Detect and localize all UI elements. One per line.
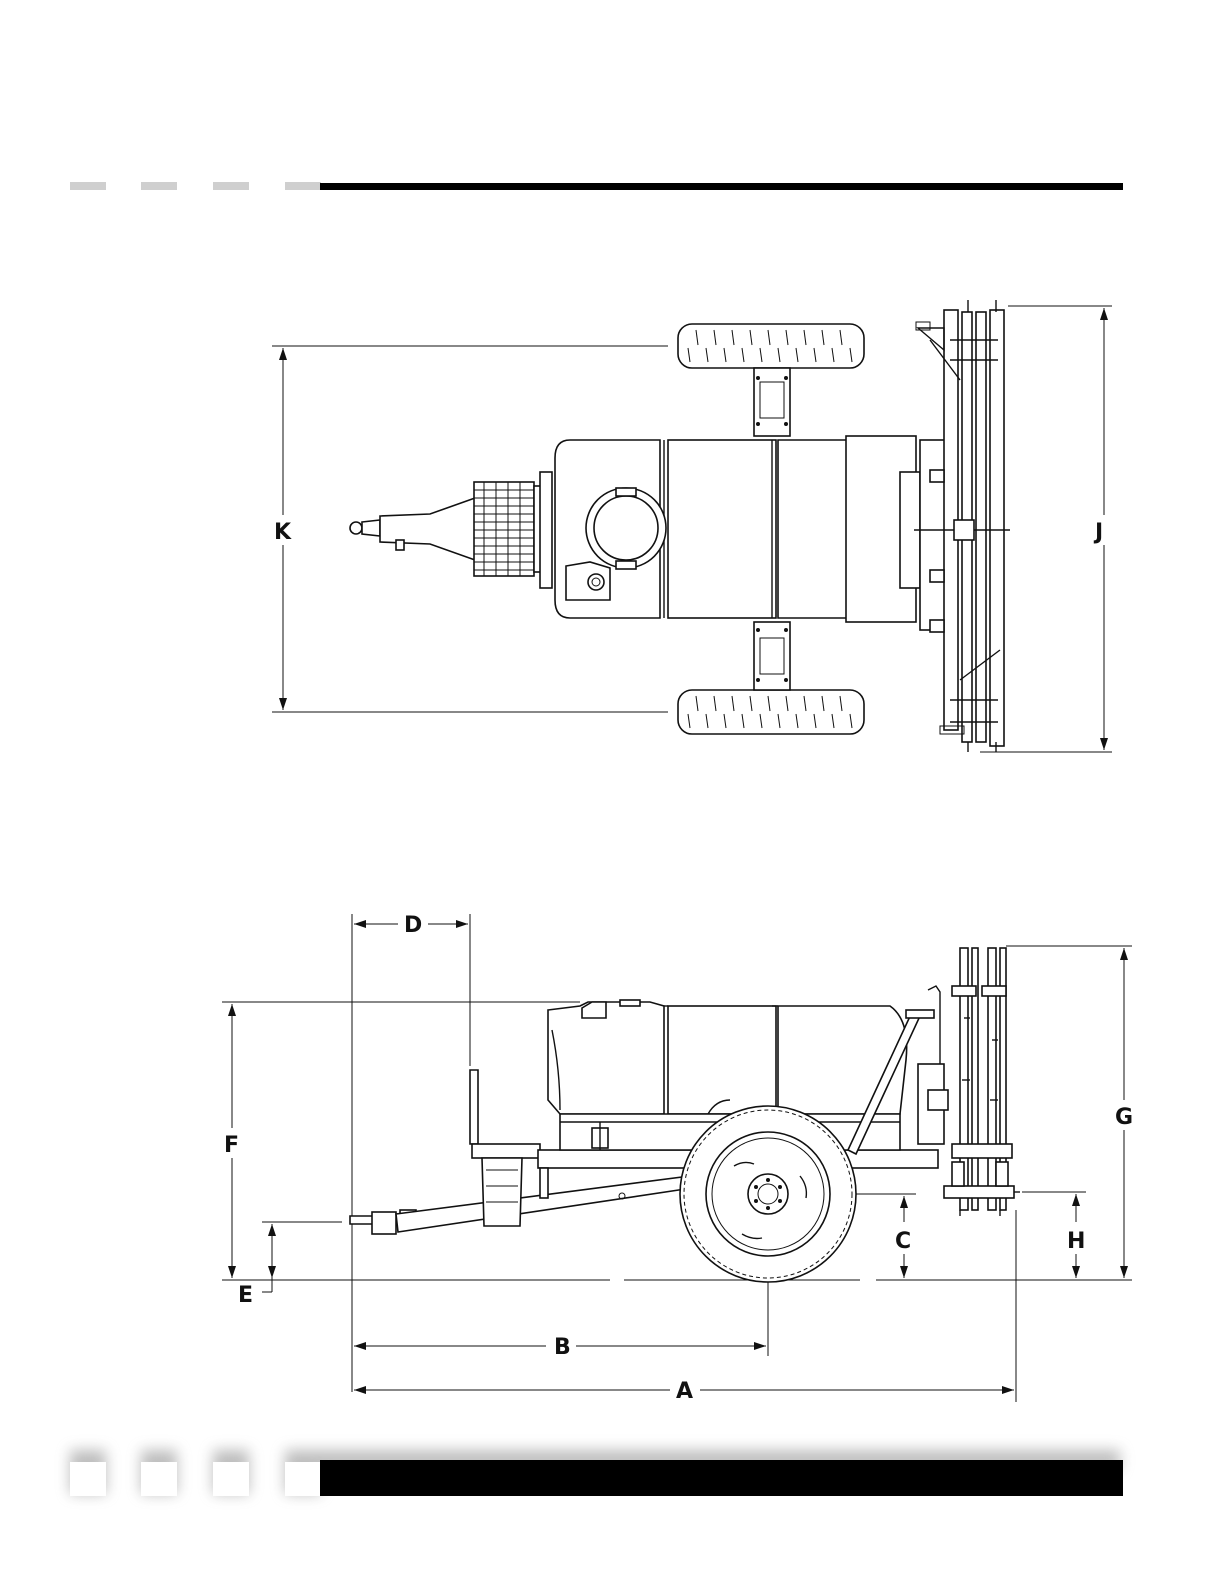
dim-label-h: H: [1067, 1229, 1085, 1254]
dim-label-g: G: [1115, 1105, 1133, 1130]
top-boom: [914, 300, 1010, 752]
top-tank: [540, 436, 920, 622]
dim-label-c: C: [895, 1229, 911, 1254]
dim-label-j: J: [1093, 520, 1103, 545]
side-wheel: [680, 1106, 856, 1282]
side-boom: [918, 948, 1020, 1216]
top-view: K J: [272, 300, 1112, 752]
top-tire-upper: [678, 324, 864, 368]
dim-label-b: B: [554, 1335, 571, 1360]
dim-label-e: E: [238, 1283, 253, 1308]
dimension-d: D: [352, 913, 470, 1392]
dim-label-f: F: [224, 1133, 239, 1158]
top-hitch: [350, 498, 475, 560]
dim-label-d: D: [404, 913, 422, 938]
dimension-a: A: [354, 1210, 1016, 1404]
dimension-e: E: [238, 1222, 342, 1308]
dim-label-k: K: [274, 520, 292, 545]
side-view: D F G C: [222, 913, 1133, 1404]
dim-label-a: A: [676, 1379, 693, 1404]
top-pump-screen: [474, 482, 544, 576]
dimension-f: F: [222, 1002, 580, 1278]
dimension-h: H: [1022, 1192, 1086, 1278]
top-tire-lower: [678, 690, 864, 734]
